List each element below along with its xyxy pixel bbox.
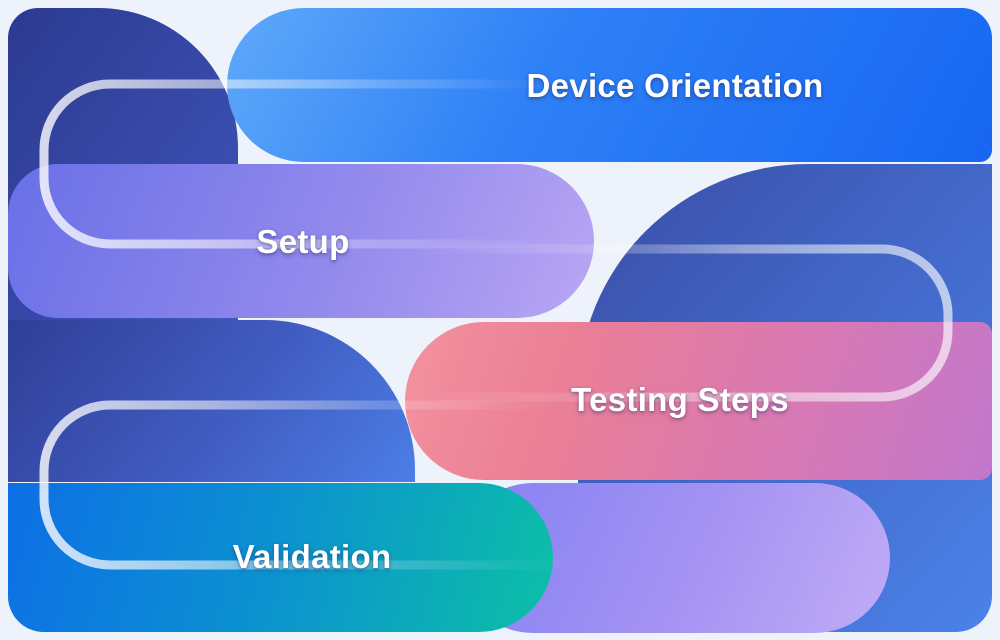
step-label-testing-steps: Testing Steps xyxy=(571,381,789,418)
navy-blob-bottom-left xyxy=(8,320,415,482)
step-label-validation: Validation xyxy=(232,538,392,575)
step-label-device-orientation: Device Orientation xyxy=(526,67,824,104)
step-label-setup: Setup xyxy=(256,223,350,260)
